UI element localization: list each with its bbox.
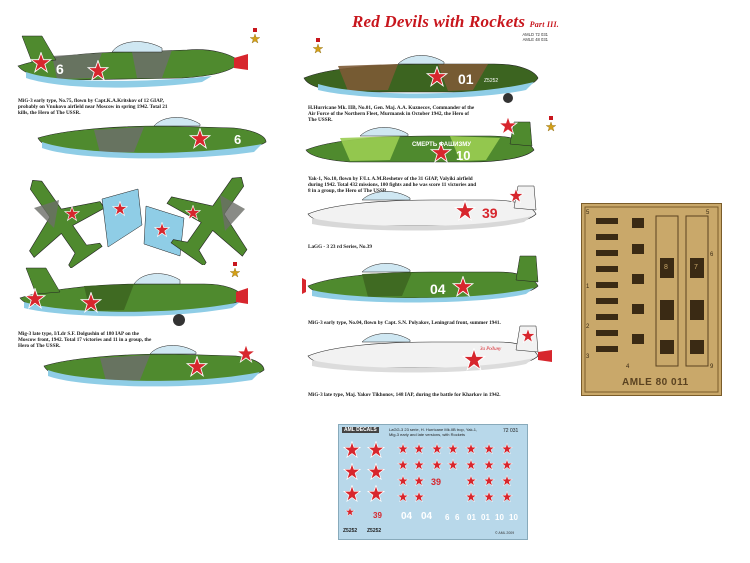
mig3-planform-top: [14, 168, 104, 268]
mig3-side-number: 6: [234, 132, 241, 147]
decal-number: 01: [467, 513, 476, 522]
caption-lagg3-39: LaGG - 3 23 rd Series, No.39: [308, 244, 372, 250]
decal-sheet: AML DECALS LaGG-3 23 serie, H. Hurricane…: [338, 424, 528, 540]
decal-title-line2: Mig-3 early and late versions, with Rock…: [389, 432, 466, 437]
photoetch-frame-number: 5: [586, 210, 590, 216]
decal-number: 39: [431, 477, 442, 487]
photoetch-frame-number: 5: [706, 210, 710, 216]
photoetch-frame-number: 2: [586, 324, 590, 330]
caption-mig3-late-tikhonov: MiG-3 late type, Maj. Yakov Tikhonov, 14…: [308, 392, 501, 398]
photoetch-fret: 5 5 6 8 7 9 1 2 3 4 AMLE 80 011: [581, 203, 722, 396]
yak1-slogan: СМЕРТЬ ФАШИЗМУ: [412, 142, 471, 148]
caption-hurricane-01: H.Hurricane Mk. IIB, No.01, Gen. Maj. A.…: [308, 105, 475, 124]
product-code: AMLE 48 031: [522, 37, 548, 42]
photoetch-frame-number: 8: [664, 264, 668, 271]
yak1-number: 10: [456, 148, 470, 163]
mig3-planform-top-2: [165, 165, 265, 265]
mig3-early-75-side-profile: 6: [34, 108, 274, 170]
medal-icon: [230, 262, 240, 280]
decal-brand: AML DECALS: [342, 427, 379, 433]
photoetch-frame-number: 4: [626, 364, 630, 370]
photoetch-frame-number: 1: [586, 284, 590, 290]
hurricane-serial: Z5252: [484, 78, 498, 84]
page-title: Red Devils with Rockets Part III.: [352, 12, 560, 31]
mig3-late-dolgushin-profile: [14, 258, 254, 330]
decal-number: 6: [455, 513, 460, 522]
decal-serial: Z5252: [343, 528, 358, 534]
medal-icon: [250, 28, 260, 46]
yak1-10-profile: СМЕРТЬ ФАШИЗМУ 10: [300, 116, 550, 174]
lagg3-number: 39: [482, 205, 498, 221]
mig3-late-side-profile: [40, 336, 270, 394]
decal-title-line1: LaGG-3 23 serie, H. Hurricane Mk.IIB tro…: [389, 427, 478, 432]
product-code: AMLD 72 031: [522, 32, 548, 37]
caption-yak1-10: Yak-1, No.10, flown by F/Lt. A.M.Resheto…: [308, 176, 477, 195]
decal-code: 72 031: [503, 428, 519, 434]
photoetch-frame-number: 3: [586, 354, 590, 360]
mig3-wing-underside: [98, 185, 144, 255]
mig3-late-slogan: За Родину: [480, 347, 502, 352]
hurricane-number: 01: [458, 71, 474, 87]
mig3-early-75-profile: 6: [12, 22, 252, 97]
mig3-late-tikhonov-profile: За Родину: [302, 322, 554, 386]
decal-number: 6: [445, 513, 450, 522]
hurricane-01-profile: 01 Z5252: [298, 50, 548, 106]
decal-number: 01: [481, 513, 490, 522]
caption-mig3-late-dolgushin: Mig-3 late type, I/Ldr S.F. Dolgushin of…: [18, 331, 152, 350]
caption-mig3-early-75: MiG-3 early type, No.75, flown by Capt.K…: [18, 98, 168, 117]
product-codes: AMLD 72 031 AMLE 48 031: [498, 32, 548, 42]
decal-number: 39: [373, 511, 382, 520]
title-part: Part III.: [529, 20, 560, 29]
caption-mig3-early-04: MiG-3 early type, No.04, flown by Capt. …: [308, 320, 501, 326]
decal-number: 04: [401, 511, 413, 522]
mig3-top-number: 6: [56, 61, 64, 77]
decal-copyright: © AML 2009: [495, 531, 515, 535]
decal-number: 04: [421, 511, 433, 522]
photoetch-frame-number: 9: [710, 364, 714, 370]
decal-serial: Z5252: [367, 528, 382, 534]
mig3-04-number: 04: [430, 281, 446, 297]
photoetch-frame-number: 6: [710, 252, 714, 258]
decal-number: 10: [509, 513, 518, 522]
mig3-04-profile: 04: [302, 252, 552, 314]
decal-number: 10: [495, 513, 504, 522]
photoetch-label: AMLE 80 011: [622, 377, 689, 388]
photoetch-frame-number: 7: [694, 264, 698, 271]
lagg3-39-profile: 39: [302, 182, 552, 240]
